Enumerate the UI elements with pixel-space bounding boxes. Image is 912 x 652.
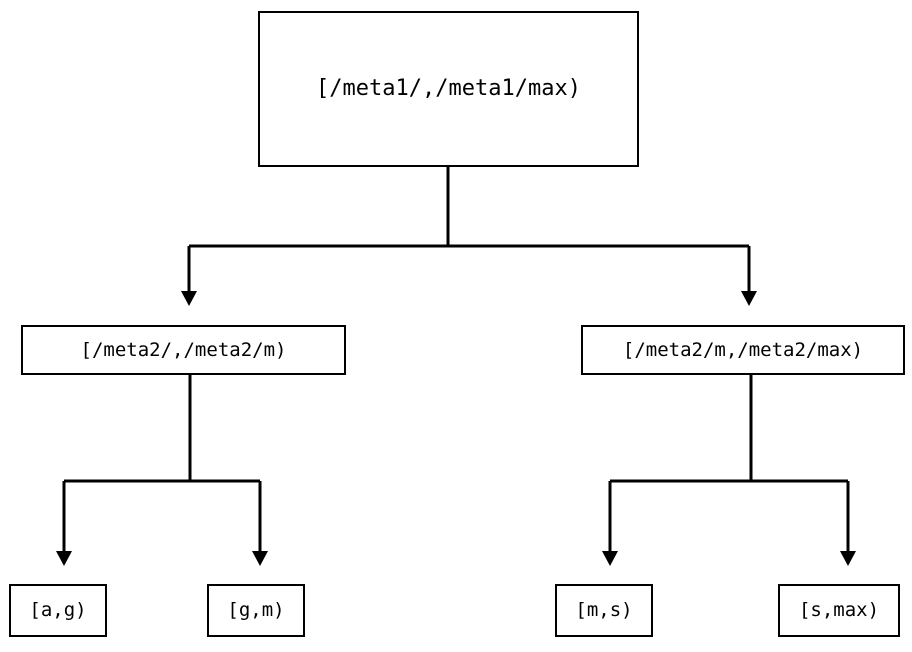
arrowhead-icon-to-meta2-lower <box>181 291 197 306</box>
tree-node-leaf-ag-label: [a,g) <box>29 599 87 621</box>
tree-node-meta2-lower[interactable]: [/meta2/,/meta2/m) <box>21 325 346 375</box>
arrowhead-icon-to-leaf-smax <box>840 551 856 566</box>
tree-node-meta2-lower-label: [/meta2/,/meta2/m) <box>80 338 287 361</box>
tree-node-root[interactable]: [/meta1/,/meta1/max) <box>258 11 639 167</box>
tree-node-root-label: [/meta1/,/meta1/max) <box>316 76 581 101</box>
tree-node-leaf-gm-label: [g,m) <box>227 599 285 621</box>
tree-node-leaf-ag[interactable]: [a,g) <box>9 584 107 637</box>
arrowhead-icon-to-leaf-gm <box>252 551 268 566</box>
arrowhead-icon-to-leaf-ag <box>56 551 72 566</box>
tree-node-leaf-ms[interactable]: [m,s) <box>555 584 653 637</box>
tree-node-leaf-ms-label: [m,s) <box>575 599 633 621</box>
arrowhead-icon-to-leaf-ms <box>602 551 618 566</box>
tree-node-leaf-smax-label: [s,max) <box>798 599 880 621</box>
arrowhead-icon-to-meta2-upper <box>741 291 757 306</box>
tree-node-meta2-upper-label: [/meta2/m,/meta2/max) <box>622 338 864 361</box>
tree-node-leaf-smax[interactable]: [s,max) <box>778 584 900 637</box>
tree-node-meta2-upper[interactable]: [/meta2/m,/meta2/max) <box>581 325 905 375</box>
tree-node-leaf-gm[interactable]: [g,m) <box>207 584 305 637</box>
